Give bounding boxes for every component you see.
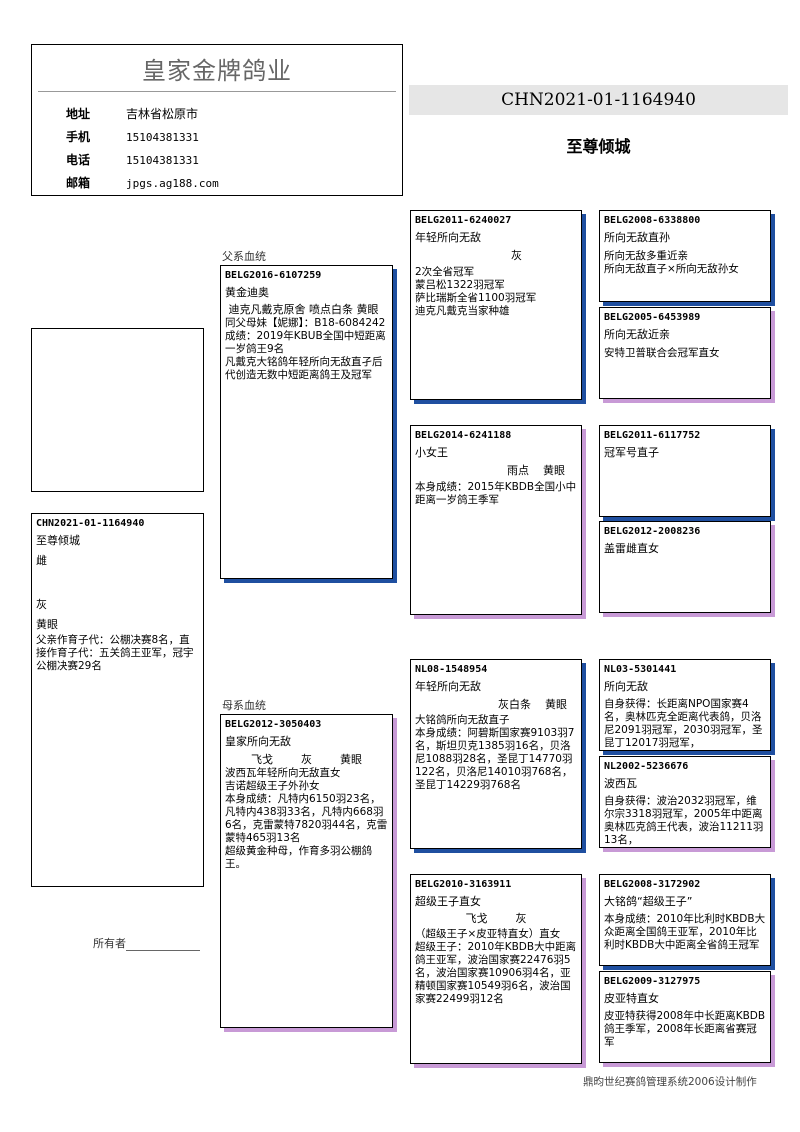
dds-note: 本身成绩：2010年比利时KBDB大众距离全国鸽王亚军，2010年比利时KBDB… [604,913,766,951]
mobile-label: 手机 [66,130,91,144]
ssd-note: 安特卫普联合会冠军直女 [604,347,720,359]
sire-note: 同父母妹【妮娜】：B18-6084242成绩：2019年KBUB全国中短距离一岁… [225,317,386,381]
dam-sire-card: NL08-1548954 年轻所向无敌 灰白条 黄眼 大铭鸽所向无敌直子 本身成… [410,659,582,849]
dam-dam-note: （超级王子×皮亚特直女）直女 超级王子：2010年KBDB大中距离鸽王亚军，波治… [415,928,577,1005]
dam-dam-name: 超级王子直女 [415,895,481,908]
sss-note: 所向无敌多重近亲 所向无敌直子×所向无敌孙女 [604,250,739,275]
mobile-row: 手机 15104381331 [66,128,199,146]
dsd-note: 自身获得：波治2032羽冠军，维尔宗3318羽冠军，2005年中距离奥林匹克鸽王… [604,795,764,846]
dam-sire-ring: NL08-1548954 [415,664,488,675]
sss-card: BELG2008-6338800 所向无敌直孙 所向无敌多重近亲 所向无敌直子×… [599,210,771,302]
dam-sire-attrs: 灰白条 黄眼 [498,698,567,711]
sire-name: 黄金迪奥 [225,286,269,299]
sire-sire-card: BELG2011-6240027 年轻所向无敌 灰 2次全省冠军 蒙吕松1322… [410,210,582,400]
dam-line-label: 母系血统 [222,699,266,712]
dam-attrs: 飞戈 灰 黄眼 [251,753,362,766]
subject-ring-bar: CHN2021-01-1164940 [409,85,788,115]
phone-label: 电话 [66,153,91,167]
dam-sire-name: 年轻所向无敌 [415,680,481,693]
loft-divider [38,91,396,92]
ddd-card: BELG2009-3127975 皮亚特直女 皮亚特获得2008年中长距离KBD… [599,971,771,1063]
dds-name: 大铭鸽“超级王子” [604,895,693,908]
sire-dam-name: 小女王 [415,446,448,459]
sire-ring: BELG2016-6107259 [225,270,322,281]
loft-info-box: 皇家金牌鸽业 地址 吉林省松原市 手机 15104381331 电话 15104381… [31,44,403,196]
dam-name: 皇家所向无敌 [225,735,291,748]
mobile-value: 15104381331 [126,131,199,144]
subject-eye: 黄眼 [36,618,58,631]
sds-ring: BELG2011-6117752 [604,430,701,441]
address-value: 吉林省松原市 [126,107,199,121]
sss-ring: BELG2008-6338800 [604,215,701,226]
sdd-card: BELG2012-2008236 盖雷雌直女 [599,521,771,613]
dss-name: 所向无敌 [604,680,648,693]
dsd-card: NL2002-5236676 波西瓦 自身获得：波治2032羽冠军，维尔宗331… [599,756,771,848]
sire-dam-note: 本身成绩：2015年KBDB全国小中距离一岁鸽王季军 [415,481,577,506]
dam-dam-ring: BELG2010-3163911 [415,879,512,890]
ssd-ring: BELG2005-6453989 [604,312,701,323]
ddd-ring: BELG2009-3127975 [604,976,701,987]
sire-dam-card: BELG2014-6241188 小女王 雨点 黄眼 本身成绩：2015年KBD… [410,425,582,615]
dds-ring: BELG2008-3172902 [604,879,701,890]
subject-sex: 雌 [36,554,47,567]
subject-ring: CHN2021-01-1164940 [36,518,145,529]
sire-sire-color: 灰 [511,249,522,262]
footer-credit: 鼎昀世纪赛鸽管理系统2006设计制作 [583,1076,757,1088]
subject-color: 灰 [36,598,47,611]
address-row: 地址 吉林省松原市 [66,105,198,123]
subject-note: 父亲作育子代：公棚决赛8名，直接作育子代：五关鸽王亚军，冠宇公棚决赛29名 [36,634,194,672]
dsd-name: 波西瓦 [604,777,637,790]
dam-note: 波西瓦年轻所向无敌直女 吉诺超级王子外孙女 本身成绩：凡特内6150羽23名，凡… [225,767,388,870]
dam-card: BELG2012-3050403 皇家所向无敌 飞戈 灰 黄眼 波西瓦年轻所向无… [220,714,393,1028]
dss-ring: NL03-5301441 [604,664,677,675]
ddd-note: 皮亚特获得2008年中长距离KBDB鸽王季军，2008年长距离省赛冠军 [604,1010,766,1048]
dam-sire-note: 大铭鸽所向无敌直子 本身成绩：阿碧斯国家赛9103羽7名，斯坦贝克1385羽16… [415,714,575,791]
sire-sire-name: 年轻所向无敌 [415,231,481,244]
dss-card: NL03-5301441 所向无敌 自身获得：长距离NPO国家赛4名，奥林匹克全… [599,659,771,751]
dam-ring: BELG2012-3050403 [225,719,322,730]
dds-card: BELG2008-3172902 大铭鸽“超级王子” 本身成绩：2010年比利时… [599,874,771,966]
sds-card: BELG2011-6117752 冠军号直子 [599,425,771,517]
owner-label: 所有者 [93,937,126,950]
phone-value: 15104381331 [126,154,199,167]
dsd-ring: NL2002-5236676 [604,761,689,772]
email-label: 邮箱 [66,176,91,190]
sire-card: BELG2016-6107259 黄金迪奥 迪克凡戴克原舍 喷点白条 黄眼 同父… [220,265,393,579]
sire-dam-ring: BELG2014-6241188 [415,430,512,441]
ddd-name: 皮亚特直女 [604,992,659,1005]
sire-sire-note: 2次全省冠军 蒙吕松1322羽冠军 萨比瑞斯全省1100羽冠军 迪克凡戴克当家种… [415,266,537,317]
owner-field: 所有者 [93,935,200,951]
sds-name: 冠军号直子 [604,446,659,459]
pigeon-photo [31,328,204,492]
sire-attrs: 迪克凡戴克原舍 喷点白条 黄眼 [225,303,379,316]
ssd-name: 所向无敌近亲 [604,328,670,341]
sire-line-label: 父系血统 [222,250,266,263]
subject-card: CHN2021-01-1164940 至尊倾城 雌 灰 黄眼 父亲作育子代：公棚… [31,513,204,887]
email-row: 邮箱 jpgs.ag188.com [66,174,219,192]
sdd-name: 盖雷雌直女 [604,542,659,555]
dss-note: 自身获得：长距离NPO国家赛4名，奥林匹克全距离代表鸽，贝洛尼2091羽冠军，2… [604,698,763,749]
sss-name: 所向无敌直孙 [604,231,670,244]
sire-dam-attrs: 雨点 黄眼 [507,464,565,477]
dam-dam-attrs: 飞戈 灰 [465,912,527,925]
ssd-card: BELG2005-6453989 所向无敌近亲 安特卫普联合会冠军直女 [599,307,771,399]
owner-blank [126,940,200,951]
subject-name: 至尊倾城 [36,534,80,547]
subject-title: 至尊倾城 [566,137,631,156]
sdd-ring: BELG2012-2008236 [604,526,701,537]
email-value: jpgs.ag188.com [126,177,219,190]
phone-row: 电话 15104381331 [66,151,199,169]
sire-sire-ring: BELG2011-6240027 [415,215,512,226]
dam-dam-card: BELG2010-3163911 超级王子直女 飞戈 灰 （超级王子×皮亚特直女… [410,874,582,1064]
loft-name: 皇家金牌鸽业 [142,57,292,85]
address-label: 地址 [66,107,91,121]
